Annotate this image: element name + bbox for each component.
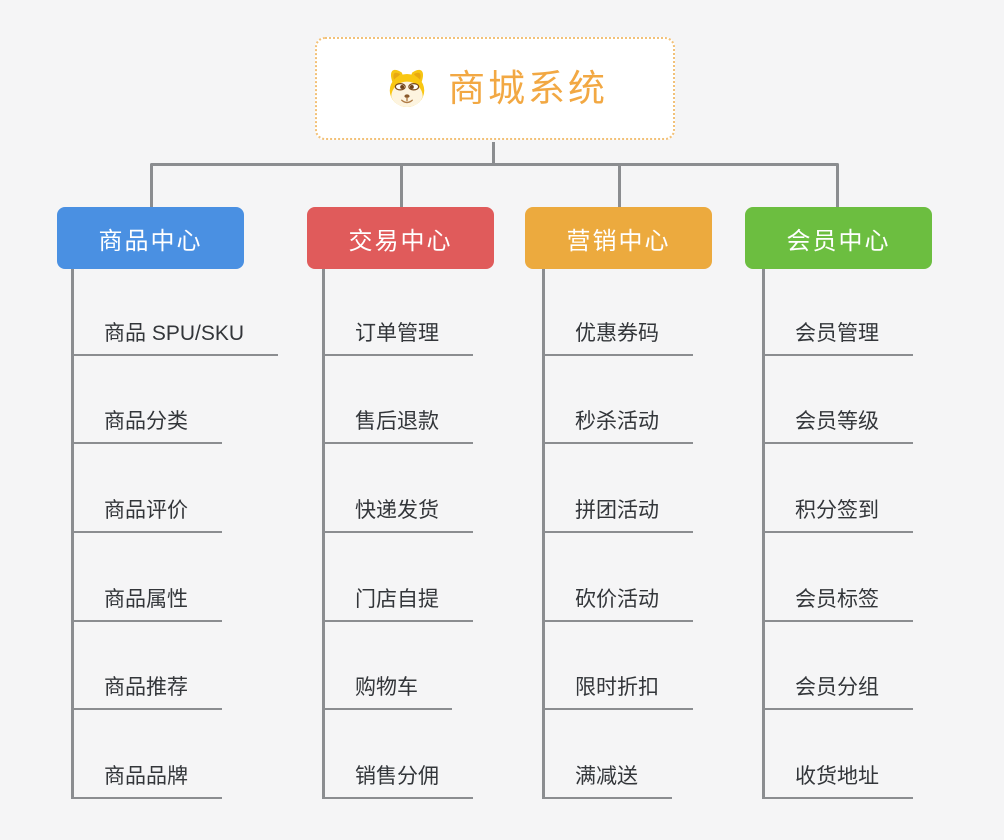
leaf-topic[interactable]: 销售分佣 (325, 710, 473, 799)
leaf-topic[interactable]: 商品评价 (74, 444, 222, 533)
leaf-topic[interactable]: 购物车 (325, 622, 452, 711)
leaf-topic[interactable]: 商品推荐 (74, 622, 222, 711)
product-center-items: 商品 SPU/SKU 商品分类 商品评价 商品属性 商品推荐 商品品牌 (71, 267, 279, 799)
leaf-topic[interactable]: 会员管理 (765, 267, 913, 356)
doge-icon (389, 69, 425, 107)
leaf-topic[interactable]: 商品分类 (74, 356, 222, 445)
root-topic[interactable]: 商城系统 (315, 37, 675, 140)
branch-member-center[interactable]: 会员中心 (745, 207, 932, 269)
root-topic-label: 商城系统 (448, 68, 608, 109)
leaf-topic[interactable]: 订单管理 (325, 267, 473, 356)
leaf-topic[interactable]: 砍价活动 (545, 533, 693, 622)
branch-product-center[interactable]: 商品中心 (57, 207, 244, 269)
leaf-topic[interactable]: 商品品牌 (74, 710, 222, 799)
branch-marketing-center[interactable]: 营销中心 (525, 207, 712, 269)
leaf-topic[interactable]: 门店自提 (325, 533, 473, 622)
branch-trade-center[interactable]: 交易中心 (307, 207, 494, 269)
member-center-items: 会员管理 会员等级 积分签到 会员标签 会员分组 收货地址 (762, 267, 913, 799)
leaf-topic[interactable]: 会员分组 (765, 622, 913, 711)
branch-label: 交易中心 (348, 227, 453, 255)
leaf-topic[interactable]: 优惠券码 (545, 267, 693, 356)
leaf-topic[interactable]: 秒杀活动 (545, 356, 693, 445)
marketing-center-items: 优惠券码 秒杀活动 拼团活动 砍价活动 限时折扣 满减送 (542, 267, 693, 799)
leaf-topic[interactable]: 限时折扣 (545, 622, 693, 711)
leaf-topic[interactable]: 收货地址 (765, 710, 913, 799)
branch-label: 会员中心 (786, 227, 891, 255)
branch-label: 商品中心 (98, 227, 203, 255)
leaf-topic[interactable]: 满减送 (545, 710, 672, 799)
leaf-topic[interactable]: 会员标签 (765, 533, 913, 622)
leaf-topic[interactable]: 积分签到 (765, 444, 913, 533)
trade-center-items: 订单管理 售后退款 快递发货 门店自提 购物车 销售分佣 (322, 267, 473, 799)
leaf-topic[interactable]: 会员等级 (765, 356, 913, 445)
leaf-topic[interactable]: 拼团活动 (545, 444, 693, 533)
leaf-topic[interactable]: 售后退款 (325, 356, 473, 445)
branch-label: 营销中心 (566, 227, 671, 255)
leaf-topic[interactable]: 快递发货 (325, 444, 473, 533)
leaf-topic[interactable]: 商品属性 (74, 533, 222, 622)
leaf-topic[interactable]: 商品 SPU/SKU (74, 267, 279, 356)
